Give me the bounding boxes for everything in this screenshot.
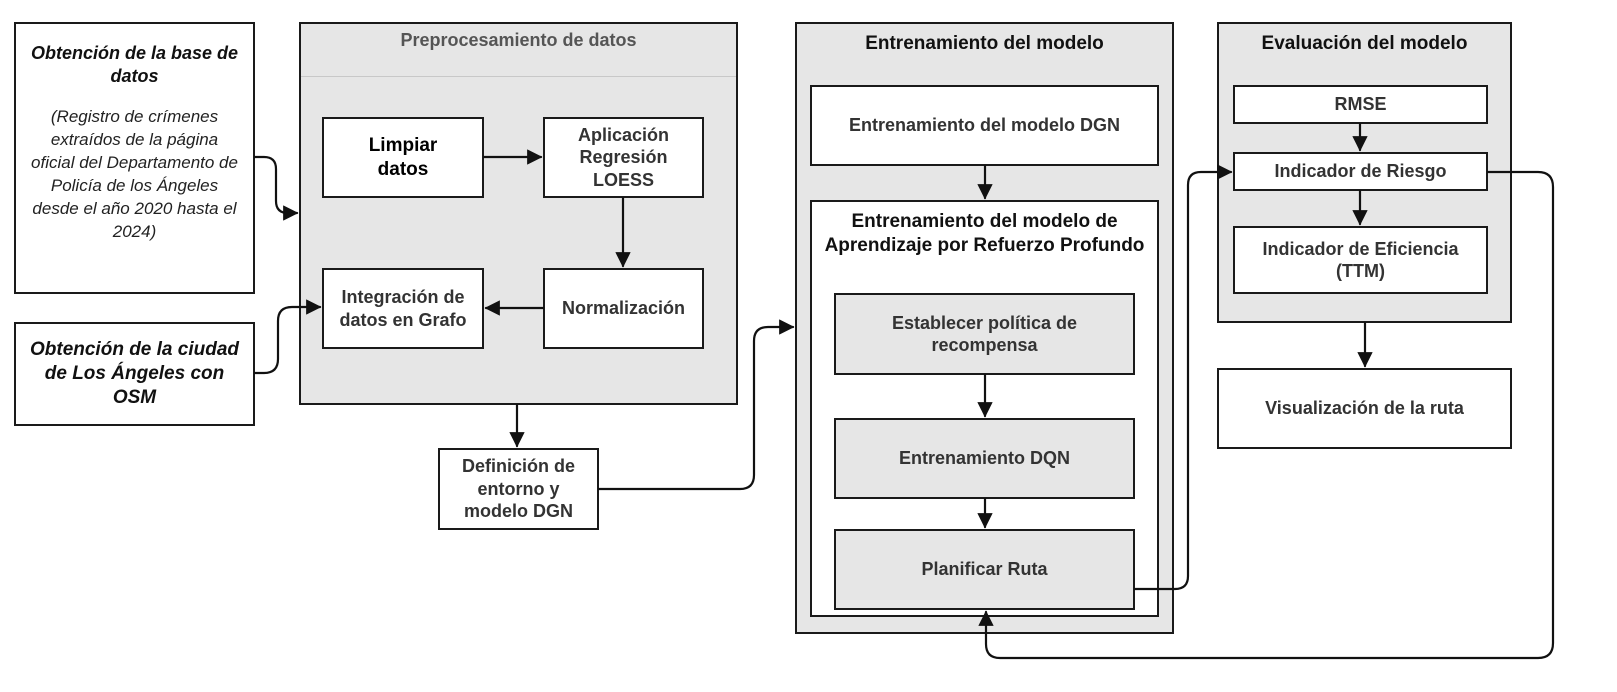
evaluation-title: Evaluación del modelo [1261,33,1468,54]
normalization-node: Normalización [543,268,704,349]
osm-source-title: Obtención de la ciudad de Los Ángeles co… [29,339,240,408]
loess-node: Aplicación Regresión LOESS [543,117,704,198]
route-visualization-node: Visualización de la ruta [1217,368,1512,449]
dqn-training-node: Entrenamiento DQN [834,418,1135,499]
clean-data-node: Limpiar datos [322,117,484,198]
preprocessing-title: Preprocesamiento de datos [400,30,637,50]
database-source-box: Obtención de la base de datos (Registro … [14,22,255,294]
plan-route-node: Planificar Ruta [834,529,1135,610]
rmse-node: RMSE [1233,85,1488,124]
database-source-detail: (Registro de crímenes extraídos de la pá… [31,106,238,242]
efficiency-indicator-node: Indicador de Eficiencia (TTM) [1233,226,1488,294]
risk-indicator-node: Indicador de Riesgo [1233,152,1488,191]
reward-policy-node: Establecer política de recompensa [834,293,1135,375]
arrow-database-to-preprocessing [253,155,299,221]
graph-integration-node: Integración de datos en Grafo [322,268,484,349]
osm-source-box: Obtención de la ciudad de Los Ángeles co… [14,322,255,426]
training-title: Entrenamiento del modelo [865,33,1104,54]
dgn-training-node: Entrenamiento del modelo DGN [810,85,1159,166]
environment-definition-node: Definición de entorno y modelo DGN [438,448,599,530]
preprocessing-divider [301,76,736,77]
drl-training-title: Entrenamiento del modelo de Aprendizaje … [824,211,1145,257]
database-source-title: Obtención de la base de datos [30,43,239,87]
